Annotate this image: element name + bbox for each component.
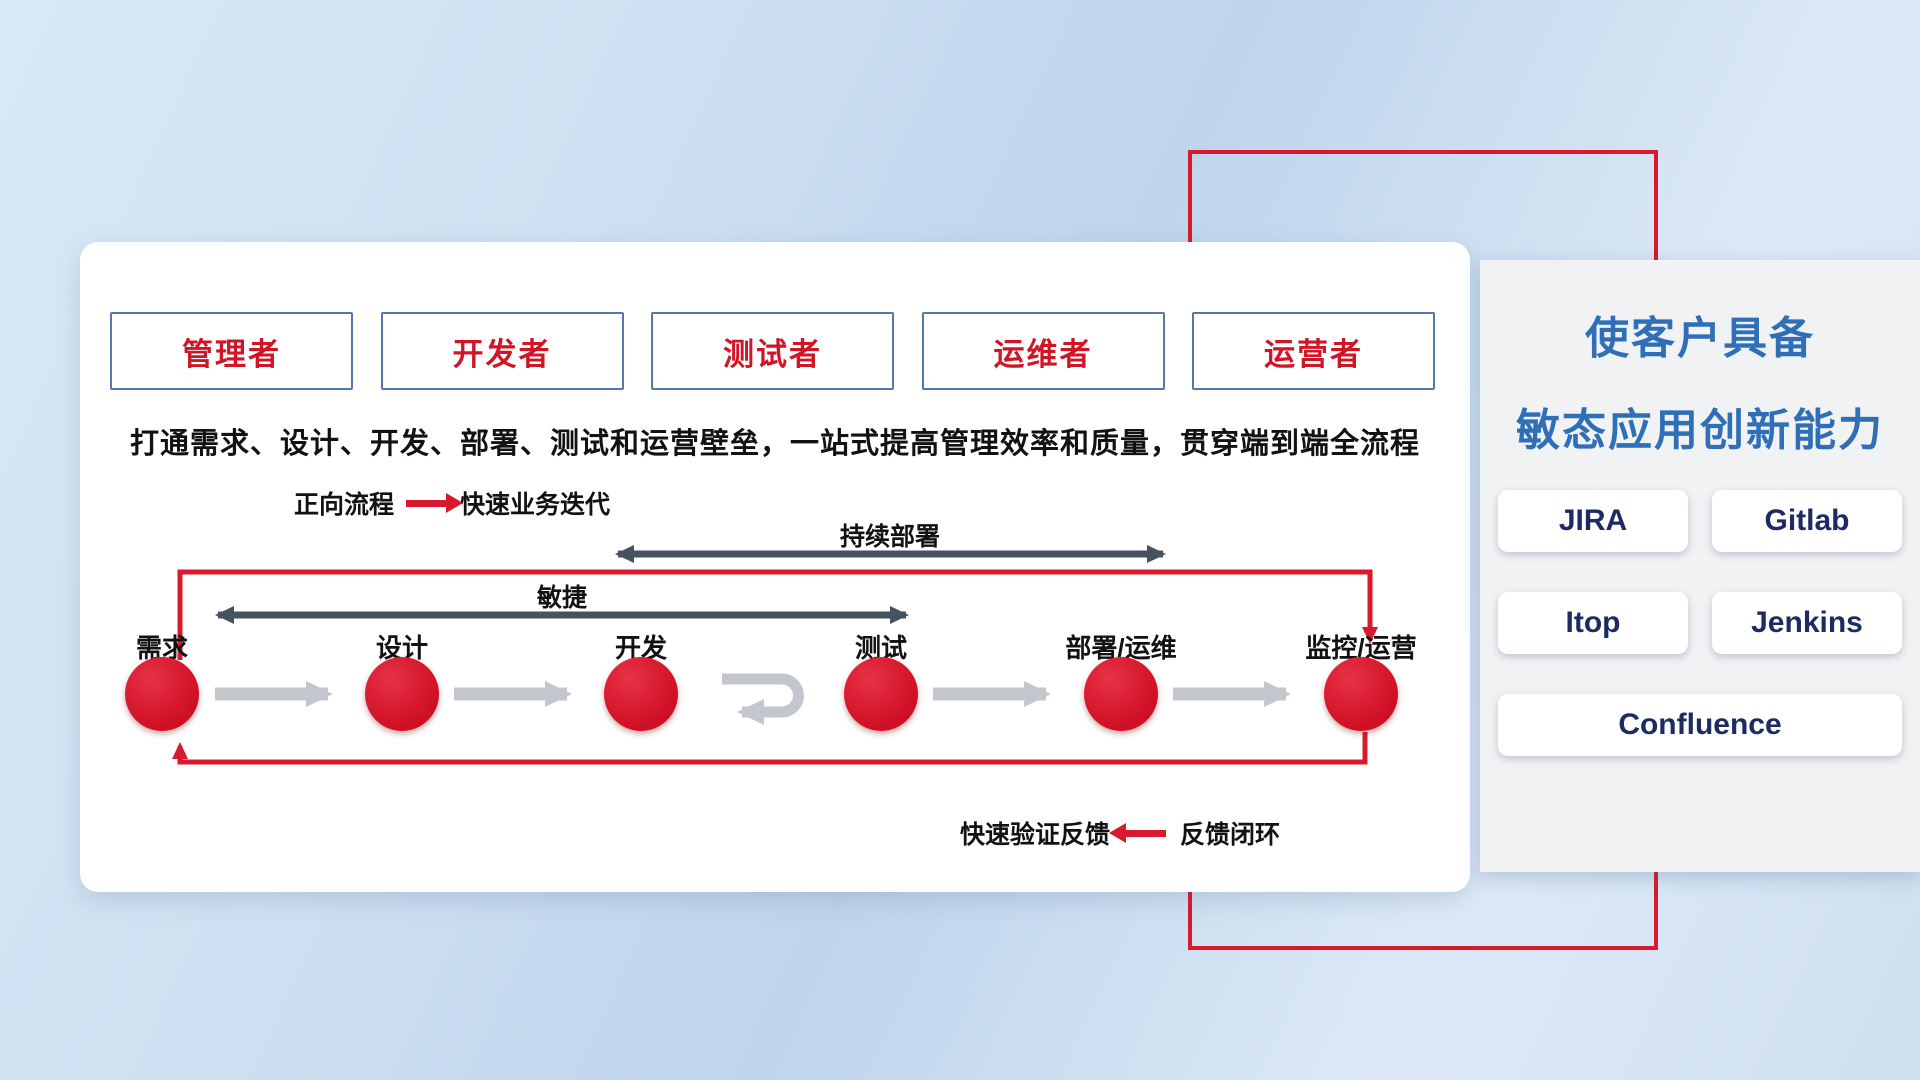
forward-arrow-icon — [406, 492, 464, 513]
tool-button-jira: JIRA — [1498, 490, 1688, 552]
tools-grid: JIRA Gitlab Itop Jenkins Confluence — [1498, 490, 1902, 756]
feedback-legend-label: 反馈闭环 — [1180, 821, 1281, 849]
stage-node-requirements — [125, 657, 199, 731]
feedback-legend: 快速验证反馈 反馈闭环 — [960, 816, 1280, 850]
roles-row: 管理者 开发者 测试者 运维者 运营者 — [110, 312, 1435, 390]
tool-button-confluence: Confluence — [1498, 694, 1902, 756]
feedback-loop-line — [172, 732, 1368, 765]
tool-button-jenkins: Jenkins — [1712, 592, 1902, 654]
feedback-legend-value: 快速验证反馈 — [960, 821, 1111, 849]
role-box-operations: 运维者 — [921, 312, 1165, 390]
description-text: 打通需求、设计、开发、部署、测试和运营壁垒，一站式提高管理效率和质量，贯穿端到端… — [129, 428, 1420, 460]
stage-node-monitor-ops — [1324, 657, 1398, 731]
role-label: 测试者 — [723, 336, 822, 372]
stage-node-design — [365, 657, 439, 731]
stage-node-testing — [844, 657, 918, 731]
tool-button-gitlab: Gitlab — [1712, 490, 1902, 552]
role-box-business-ops: 运营者 — [1192, 312, 1435, 390]
flow-arrows-layer — [172, 545, 1378, 765]
devops-flow-card: 管理者 开发者 测试者 运维者 运营者 打通需求、设计、开发、部署、测试和运营壁… — [80, 242, 1470, 892]
forward-legend-label: 正向流程 — [294, 491, 395, 519]
tool-button-itop: Itop — [1498, 592, 1688, 654]
panel-title-line1: 使客户具备 — [1585, 314, 1815, 363]
iteration-loop-arrow — [722, 673, 804, 725]
capability-panel: 使客户具备 敏态应用创新能力 JIRA Gitlab Itop Jenkins … — [1480, 260, 1920, 872]
role-label: 管理者 — [182, 336, 281, 372]
role-box-tester: 测试者 — [651, 312, 894, 390]
role-label: 运维者 — [993, 336, 1093, 372]
stage-node-development — [604, 657, 678, 731]
forward-legend-value: 快速业务迭代 — [460, 491, 611, 519]
role-label: 运营者 — [1264, 336, 1363, 372]
feedback-arrow-icon — [1109, 822, 1167, 843]
forward-legend: 正向流程 快速业务迭代 — [294, 486, 610, 520]
role-label: 开发者 — [452, 336, 552, 372]
role-box-manager: 管理者 — [110, 312, 353, 390]
role-box-developer: 开发者 — [380, 312, 624, 390]
cd-label: 持续部署 — [839, 523, 940, 551]
agile-label: 敏捷 — [536, 584, 587, 612]
stage-node-deploy-ops — [1084, 657, 1158, 731]
panel-title-line2: 敏态应用创新能力 — [1516, 406, 1884, 455]
forward-loop-line — [177, 569, 1378, 660]
